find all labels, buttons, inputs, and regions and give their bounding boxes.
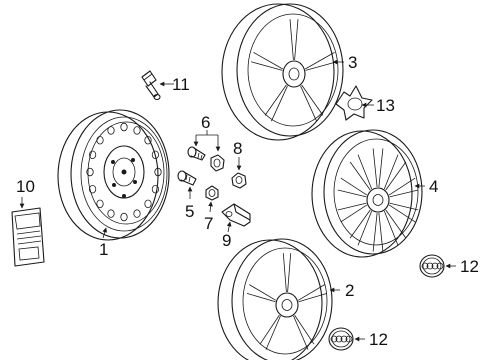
vent-hole [107,126,115,135]
spoke-edge [271,85,288,122]
spoke-edge [250,61,283,71]
spoke-edge [294,19,299,61]
spoke-edge [282,253,287,293]
spoke-edge [265,315,281,350]
spoke-edge [305,61,338,71]
spoke-edge [389,202,419,211]
vent-hole [144,199,152,208]
spoke-edge [337,189,367,198]
leader-lines [19,59,456,342]
callout-12b: 12 [369,330,388,349]
lug-bolt-6a [187,146,206,161]
vent-hole [107,209,115,218]
vent-hole [133,126,141,135]
spoke-edge [372,148,378,188]
vent-hole [133,209,141,218]
spoke-edge [293,315,309,350]
callout-6: 6 [201,113,210,132]
spoke-edge [378,212,384,252]
spoke-edge [357,210,373,246]
audi-rings-logo-icon [421,262,444,270]
spoke-edge [253,52,283,70]
spoke-edge [249,284,277,301]
vent-hole [144,135,152,145]
callout-7: 7 [204,214,213,233]
vent-hole [89,184,97,194]
spoke-edge [372,212,378,252]
spoke-edge [337,202,367,211]
spoke-edge [294,314,315,345]
center-cap-12b [328,327,354,351]
callout-1: 1 [99,240,108,259]
wheel-lock-key-icon [221,203,251,227]
callout-5: 5 [185,202,194,221]
callout-3: 3 [348,53,357,72]
vent-hole [120,122,128,132]
vent-hole [154,167,162,177]
spoke-edge [298,293,328,303]
spoke-edge [357,154,373,190]
spoke-edge [300,85,317,122]
spoke-edge [246,293,276,303]
spoke-edge [259,314,280,345]
callout-2: 2 [345,281,354,300]
vent-hole [151,150,159,159]
alloy-wheel-top [221,3,344,141]
audi-rings-logo-icon [330,335,353,343]
vent-hole [151,184,159,194]
spoke-edge [388,204,416,223]
callout-8: 8 [233,139,242,158]
callout-10: 10 [16,177,35,196]
spoke-edge [383,210,399,246]
spoke-edge [385,161,407,191]
spoke-edge [389,189,419,198]
center-cap-12a [419,254,445,278]
spoke-edge [388,177,416,196]
callout-9: 9 [222,231,231,250]
spoke-edge [340,204,368,223]
vent-hole [96,135,104,145]
callout-4: 4 [429,177,438,196]
lug-bolt-5 [177,170,197,186]
vent-hole [96,199,104,208]
spoke-edge [289,19,294,61]
spoke-edge [385,209,407,239]
spoke-edge [340,177,368,196]
spoke-edge [349,209,371,239]
callout-12a: 12 [460,257,479,276]
spoke-edge [383,154,399,190]
spoke-edge [297,284,325,301]
spoke-edge [378,148,384,188]
vent-hole [86,167,94,177]
center-cap-star [335,85,373,121]
info-label-card [11,207,45,267]
alloy-wheel-middle [311,129,423,258]
vent-hole [89,150,97,159]
callout-13: 13 [376,96,395,115]
spoke-edge [349,161,371,191]
spoke-edge [305,52,335,70]
vent-hole [120,212,128,222]
lug-nut-6b [210,154,225,172]
spoke-edge [287,253,292,293]
lug-nut-7 [205,185,219,201]
lug-nut-8 [231,172,247,189]
alloy-wheel-bottom [217,238,333,360]
spoke-edge [301,84,324,116]
spoke-edge [264,84,287,116]
steel-wheel [57,109,170,241]
callout-11: 11 [172,75,190,94]
valve-stem-icon [141,70,161,101]
